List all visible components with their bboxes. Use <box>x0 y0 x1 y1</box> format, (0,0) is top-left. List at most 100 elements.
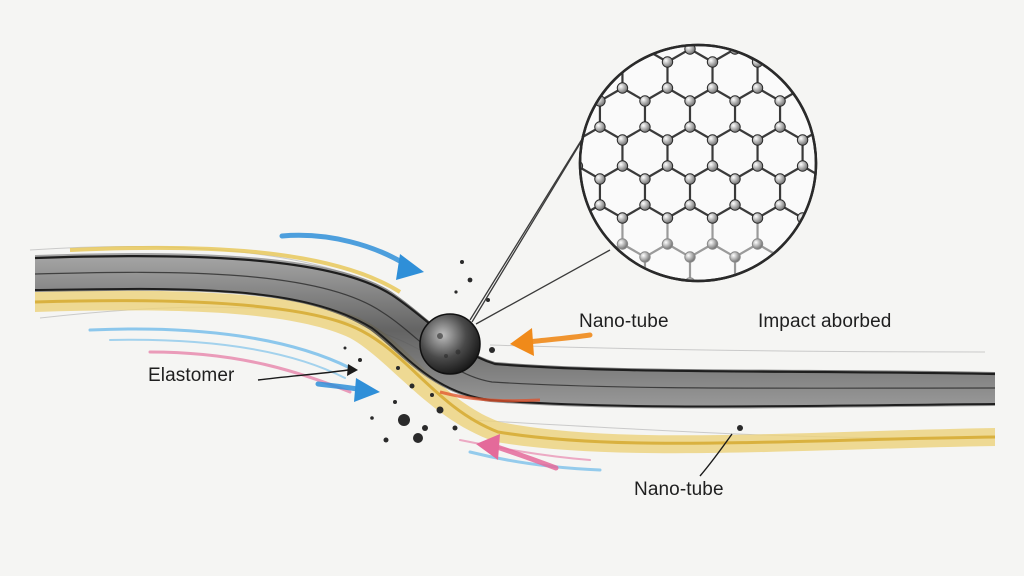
lattice-atom <box>865 408 875 418</box>
lattice-bond <box>690 283 713 296</box>
lattice-atom <box>865 44 875 54</box>
lattice-bond <box>645 10 668 23</box>
lattice-bond <box>960 88 983 101</box>
lattice-atom <box>820 44 830 54</box>
lattice-atom <box>392 57 402 67</box>
lattice-bond <box>487 244 510 257</box>
lattice-atom <box>706 238 719 250</box>
lattice-atom <box>978 291 988 301</box>
lattice-bond <box>848 283 871 296</box>
lattice-bond <box>510 127 533 140</box>
lattice-atom <box>887 83 897 93</box>
lattice-atom <box>887 161 897 171</box>
lattice-bond <box>915 283 938 296</box>
lattice-atom <box>1000 96 1010 106</box>
lattice-bond <box>555 205 578 218</box>
lattice-bond <box>510 10 533 23</box>
lattice-bond <box>667 283 690 296</box>
lattice-atom <box>729 173 741 185</box>
lattice-atom <box>661 160 674 172</box>
lattice-bond <box>893 205 916 218</box>
lattice-atom <box>796 56 809 68</box>
lattice-bond <box>465 244 488 257</box>
lattice-bond <box>510 49 533 62</box>
lattice-atom <box>1000 356 1010 366</box>
lattice-atom <box>887 135 897 145</box>
nanotube-band <box>35 253 995 409</box>
lattice-bond <box>870 244 893 257</box>
lattice-atom <box>415 200 425 210</box>
lattice-bond <box>442 283 465 296</box>
lattice-atom <box>842 57 852 67</box>
lattice-bond <box>442 127 465 140</box>
lattice-atom <box>774 251 786 263</box>
lattice-bond <box>779 48 804 63</box>
lattice-bond <box>870 49 893 62</box>
lattice-atom <box>1000 174 1010 184</box>
lattice-bond <box>713 10 736 23</box>
lattice-atom <box>639 277 651 280</box>
lattice-atom <box>774 173 786 185</box>
lattice-bond <box>487 88 510 101</box>
stress-streak <box>439 390 541 403</box>
lattice-bond <box>487 10 510 23</box>
lattice-atom <box>910 408 920 418</box>
nanotube-lattice-magnifier <box>392 5 1010 418</box>
lattice-atom <box>460 174 470 184</box>
lattice-atom <box>594 173 606 185</box>
lattice-atom <box>550 356 560 366</box>
lattice-bond <box>397 10 420 23</box>
lattice-atom <box>910 44 920 54</box>
lattice-bond <box>802 48 815 63</box>
lattice-atom <box>505 278 515 288</box>
lattice-atom <box>707 291 717 301</box>
lattice-bond <box>600 10 623 23</box>
lattice-atom <box>752 5 762 15</box>
lattice-bond <box>442 205 465 218</box>
band-edge-bottom <box>34 287 996 408</box>
lattice-atom <box>955 174 965 184</box>
lattice-bond <box>848 10 871 23</box>
lattice-bond <box>581 87 601 102</box>
lattice-atom <box>482 161 492 171</box>
lattice-bond <box>983 88 1006 101</box>
lattice-bond <box>960 166 983 179</box>
lattice-atom <box>550 408 560 418</box>
lattice-bond <box>555 244 578 257</box>
lattice-atom <box>527 135 537 145</box>
elastomer-stroke <box>34 299 996 445</box>
nanotube-label-lower: Nano-tube <box>634 479 724 500</box>
lattice-atom <box>910 278 920 288</box>
lattice-atom <box>820 122 830 132</box>
lattice-atom <box>581 212 584 224</box>
lattice-bond <box>442 49 465 62</box>
lattice-atom <box>505 174 515 184</box>
lattice-atom <box>978 5 988 15</box>
lattice-bond <box>510 88 533 101</box>
lattice-atom <box>955 96 965 106</box>
lattice-atom <box>865 356 875 366</box>
lattice-atom <box>505 18 515 28</box>
lattice-bond <box>870 10 893 23</box>
lattice-bond <box>487 127 510 140</box>
lattice-atom <box>978 135 988 145</box>
lattice-atom <box>932 239 942 249</box>
lattice-bond <box>487 49 510 62</box>
lattice-bond <box>532 166 555 179</box>
lattice-bond <box>735 322 758 335</box>
lattice-bond <box>938 10 961 23</box>
lattice-atom <box>640 408 650 418</box>
lattice-bond <box>397 283 420 296</box>
lattice-bond <box>420 10 443 23</box>
lattice-bond <box>758 283 781 296</box>
lattice-atom <box>932 291 942 301</box>
lattice-atom <box>437 57 447 67</box>
lattice-atom <box>887 213 897 223</box>
lattice-bond <box>825 205 848 218</box>
lattice-atom <box>932 161 942 171</box>
lattice-atom <box>752 291 762 301</box>
lattice-bond <box>532 49 555 62</box>
lattice-bond <box>893 322 916 335</box>
lattice-bond <box>420 49 443 62</box>
